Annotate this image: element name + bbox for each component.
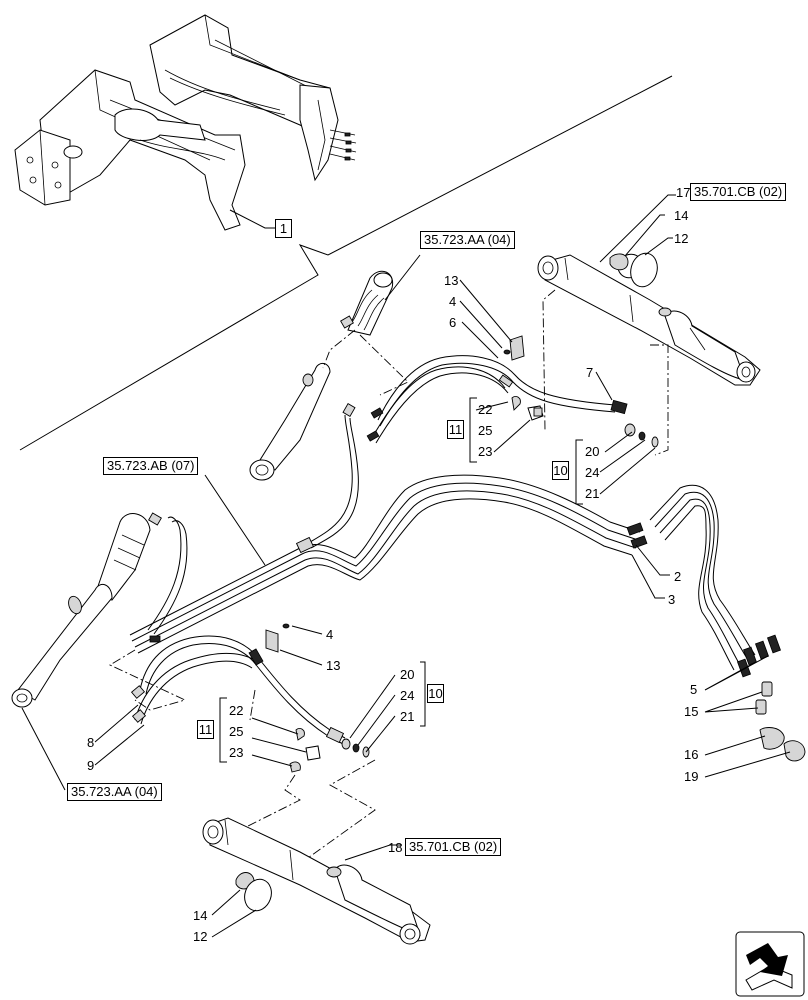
part-label-17: 17: [676, 185, 691, 200]
part-label-12-lower: 12: [193, 929, 208, 944]
part-label-14-lower: 14: [193, 908, 208, 923]
part-label-14: 14: [674, 208, 689, 223]
ref-35-723-aa-top[interactable]: 35.723.AA (04): [420, 231, 515, 249]
part-label-12: 12: [674, 231, 689, 246]
group-box-10-upper: 10: [552, 461, 569, 480]
part-label-9: 9: [87, 758, 95, 773]
separator-line: [19, 75, 673, 451]
cylinder-icon: [11, 512, 162, 708]
part-label-2: 2: [674, 569, 682, 584]
part-label-21: 21: [585, 486, 600, 501]
hose-icon: [366, 355, 659, 448]
part-label-25: 25: [478, 423, 493, 438]
part-label-22-lower: 22: [229, 703, 244, 718]
group-box-11-upper: 11: [447, 420, 464, 439]
hose-icon: [129, 403, 648, 654]
loader-overview-icon: [14, 14, 357, 231]
part-label-20-lower: 20: [400, 667, 415, 682]
ref-35-701-cb-top[interactable]: 35.701.CB (02): [690, 183, 787, 201]
part-label-13-lower: 13: [326, 658, 341, 673]
group-box-11-lower: 11: [197, 720, 214, 739]
part-label-8: 8: [87, 735, 95, 750]
part-label-5: 5: [690, 682, 698, 697]
group-box-10-lower: 10: [427, 684, 444, 703]
part-label-4: 4: [449, 294, 457, 309]
navigation-arrow-icon[interactable]: [735, 931, 805, 997]
part-label-16: 16: [684, 747, 699, 762]
part-label-7: 7: [586, 365, 594, 380]
part-label-23-lower: 23: [229, 745, 244, 760]
ref-35-701-cb-bottom[interactable]: 35.701.CB (02): [405, 838, 502, 856]
cylinder-icon: [249, 270, 394, 481]
ref-35-723-aa-bottom[interactable]: 35.723.AA (04): [67, 783, 162, 801]
cylinder-icon: [537, 252, 761, 386]
part-label-22: 22: [478, 402, 493, 417]
ref-35-723-ab[interactable]: 35.723.AB (07): [103, 457, 199, 475]
part-label-18: 18: [388, 840, 403, 855]
part-label-3: 3: [668, 592, 676, 607]
part-label-20: 20: [585, 444, 600, 459]
part-label-24-lower: 24: [400, 688, 415, 703]
part-label-4-lower: 4: [326, 627, 334, 642]
part-label-19: 19: [684, 769, 699, 784]
part-label-24: 24: [585, 465, 600, 480]
part-label-25-lower: 25: [229, 724, 244, 739]
hose-icon: [130, 623, 370, 773]
part-label-6: 6: [449, 315, 457, 330]
group-box-1: 1: [275, 219, 292, 238]
part-label-13: 13: [444, 273, 459, 288]
part-label-15: 15: [684, 704, 699, 719]
cylinder-icon: [202, 817, 431, 945]
hose-icon: [649, 484, 806, 762]
part-label-21-lower: 21: [400, 709, 415, 724]
part-label-23: 23: [478, 444, 493, 459]
